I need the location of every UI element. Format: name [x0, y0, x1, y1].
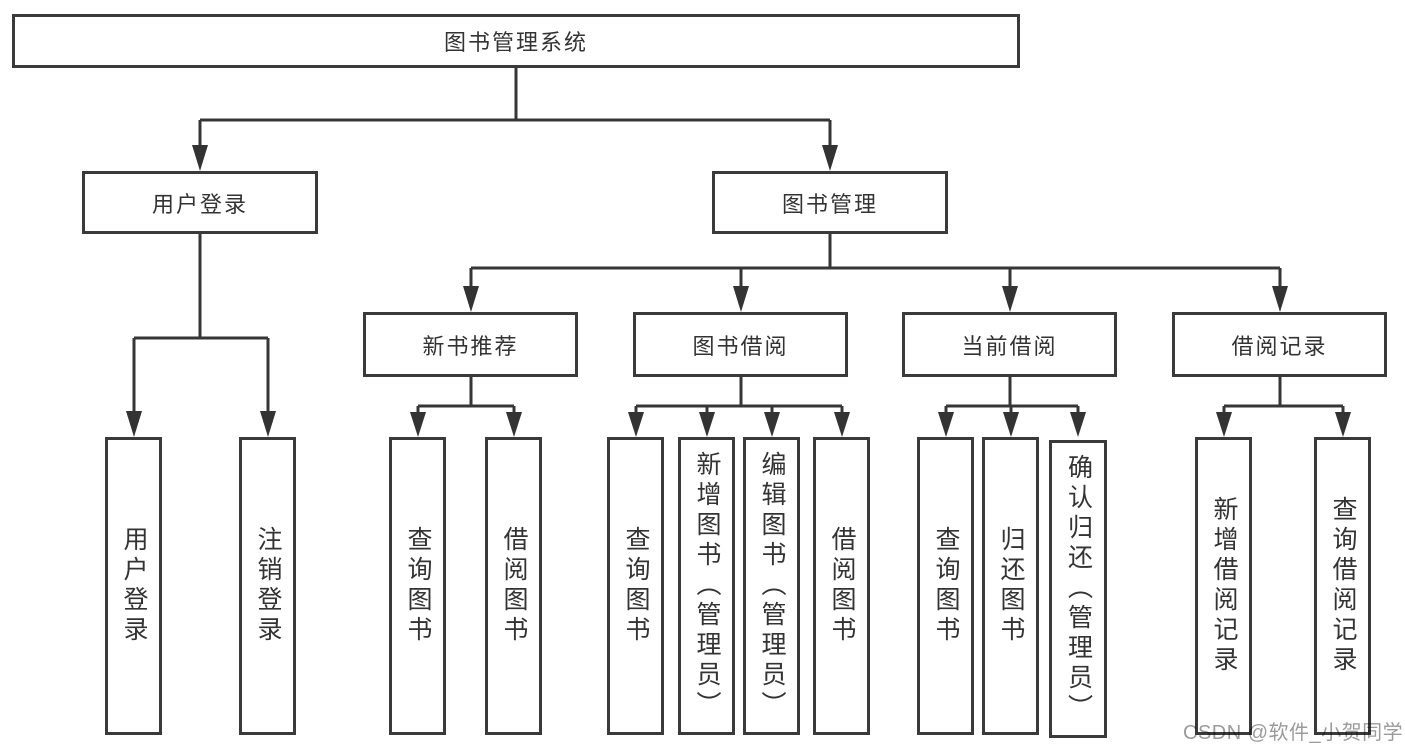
- node-label: 借阅记录: [1231, 333, 1328, 359]
- node-label: 借阅图书: [500, 526, 528, 646]
- node-label: 编辑图书（管理员）: [758, 451, 786, 721]
- node-label: 借阅图书: [828, 526, 856, 646]
- arrow-down-icon: [1070, 412, 1086, 437]
- node-label: 查询借阅记录: [1329, 496, 1357, 676]
- arrow-down-icon: [192, 145, 208, 171]
- node-label: 查询图书: [404, 526, 432, 646]
- connector-user-login: [126, 234, 276, 437]
- arrow-down-icon: [1002, 286, 1018, 312]
- csdn-watermark: CSDN @软件_小贺同学: [1183, 722, 1404, 744]
- connector-book-management: [463, 234, 1288, 312]
- connector-root: [192, 68, 838, 171]
- node-label: 归还图书: [997, 526, 1025, 646]
- node-leaf-confirm-return-admin: 确认归还（管理员）: [1049, 440, 1107, 738]
- node-leaf-user-login: 用户登录: [105, 437, 162, 735]
- arrow-down-icon: [938, 412, 954, 437]
- arrow-down-icon: [822, 145, 838, 171]
- arrow-down-icon: [1003, 412, 1019, 437]
- arrow-down-icon: [699, 412, 715, 437]
- arrow-down-icon: [126, 411, 142, 437]
- node-book-borrow: 图书借阅: [633, 312, 848, 377]
- node-label: 新书推荐: [422, 333, 519, 359]
- node-root-system: 图书管理系统: [12, 14, 1020, 68]
- node-leaf-borrow-books-recommend: 借阅图书: [485, 437, 542, 735]
- node-leaf-return-books: 归还图书: [982, 437, 1039, 735]
- arrow-down-icon: [1216, 412, 1232, 437]
- node-leaf-add-books-admin: 新增图书（管理员）: [678, 437, 735, 735]
- node-label: 查询图书: [932, 526, 960, 646]
- arrow-down-icon: [410, 412, 426, 437]
- arrow-down-icon: [764, 412, 780, 437]
- node-user-login-branch: 用户登录: [82, 171, 318, 234]
- node-new-book-recommend: 新书推荐: [363, 312, 578, 377]
- arrow-down-icon: [506, 412, 522, 437]
- node-label: 图书借阅: [692, 333, 789, 359]
- node-leaf-query-books-borrow: 查询图书: [607, 437, 664, 735]
- node-label: 当前借阅: [961, 333, 1058, 359]
- arrow-down-icon: [733, 286, 749, 312]
- connector-current-borrow: [938, 377, 1086, 437]
- node-label: 用户登录: [120, 526, 148, 646]
- node-label: 查询图书: [622, 526, 650, 646]
- node-leaf-add-borrow-record: 新增借阅记录: [1195, 437, 1252, 735]
- node-label: 图书管理系统: [443, 30, 588, 55]
- connector-new-book-recommend: [410, 377, 522, 437]
- node-current-borrow: 当前借阅: [902, 312, 1117, 377]
- node-leaf-query-borrow-record: 查询借阅记录: [1314, 437, 1371, 735]
- node-label: 注销登录: [254, 526, 282, 646]
- arrow-down-icon: [260, 411, 276, 437]
- node-leaf-query-books-current: 查询图书: [917, 437, 974, 735]
- node-leaf-borrow-books: 借阅图书: [813, 437, 870, 735]
- node-label: 新增借阅记录: [1210, 496, 1238, 676]
- node-label: 用户登录: [151, 191, 248, 217]
- arrow-down-icon: [834, 412, 850, 437]
- arrow-down-icon: [463, 286, 479, 312]
- node-label: 图书管理: [781, 191, 878, 217]
- arrow-down-icon: [628, 412, 644, 437]
- connector-book-borrow: [628, 377, 850, 437]
- node-borrow-records: 借阅记录: [1172, 312, 1387, 377]
- arrow-down-icon: [1335, 412, 1351, 437]
- node-label: 新增图书（管理员）: [693, 451, 721, 721]
- node-leaf-logout: 注销登录: [239, 437, 296, 735]
- arrow-down-icon: [1272, 286, 1288, 312]
- node-label: 确认归还（管理员）: [1064, 454, 1093, 724]
- node-leaf-query-books-recommend: 查询图书: [389, 437, 446, 735]
- connector-borrow-records: [1216, 377, 1351, 437]
- node-leaf-edit-books-admin: 编辑图书（管理员）: [743, 437, 800, 735]
- node-book-management-branch: 图书管理: [712, 171, 948, 234]
